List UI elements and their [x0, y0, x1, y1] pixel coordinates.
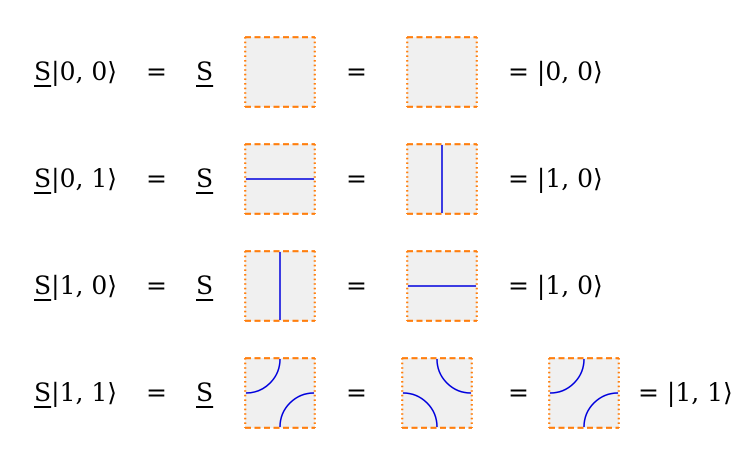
tile-background: [402, 358, 472, 428]
tile-empty: [406, 36, 478, 108]
ket: |0, 1⟩: [51, 164, 118, 193]
equals-sign: =: [508, 378, 529, 407]
equals-sign: =: [146, 378, 167, 407]
tile-background: [407, 37, 477, 107]
operator-s-underlined: S: [34, 271, 52, 300]
tile-vertical-line: [244, 250, 316, 322]
result-ket: = |1, 0⟩: [508, 271, 603, 300]
operator-s-underlined: S: [34, 378, 52, 407]
arc-bottom-right: [279, 392, 315, 428]
tile-arcs-top-left-bottom-right: [244, 357, 316, 429]
tile-background: [549, 358, 619, 428]
lhs: S|1, 0⟩: [34, 250, 117, 322]
equals-sign: =: [146, 57, 167, 86]
tile-horizontal-line: [244, 143, 316, 215]
operator-s: S: [196, 57, 214, 86]
equals-sign: =: [146, 271, 167, 300]
equation-row-2: S|0, 1⟩ = S = = |1, 0⟩: [0, 143, 742, 215]
equals-sign: =: [146, 164, 167, 193]
equals-sign: =: [346, 271, 367, 300]
ket: |1, 1⟩: [51, 378, 118, 407]
equation-row-3: S|1, 0⟩ = S = = |1, 0⟩: [0, 250, 742, 322]
operator-s-underlined: S: [34, 57, 52, 86]
arc-top-right: [436, 358, 472, 394]
result-ket: = |1, 0⟩: [508, 164, 603, 193]
operator-s: S: [196, 378, 214, 407]
lhs: S|0, 0⟩: [34, 36, 117, 108]
equation-row-1: S|0, 0⟩ = S = = |0, 0⟩: [0, 36, 742, 108]
operator-s: S: [196, 271, 214, 300]
lhs: S|0, 1⟩: [34, 143, 117, 215]
tile-arcs-top-left-bottom-right: [548, 357, 620, 429]
equals-sign: =: [346, 164, 367, 193]
arc-top-left: [245, 358, 281, 394]
ket: |1, 0⟩: [51, 271, 118, 300]
equals-sign: =: [346, 378, 367, 407]
tile-background: [245, 358, 315, 428]
tile-arcs-top-right-bottom-left: [401, 357, 473, 429]
operator-s-underlined: S: [34, 164, 52, 193]
result-ket: = |0, 0⟩: [508, 57, 603, 86]
tile-background: [245, 37, 315, 107]
tile-empty: [244, 36, 316, 108]
ket: |0, 0⟩: [51, 57, 118, 86]
result-ket: = |1, 1⟩: [638, 378, 733, 407]
equals-sign: =: [346, 57, 367, 86]
lhs: S|1, 1⟩: [34, 357, 117, 429]
tile-vertical-line: [406, 143, 478, 215]
arc-bottom-left: [402, 392, 438, 428]
arc-bottom-right: [583, 392, 619, 428]
equation-row-4: S|1, 1⟩ = S = = = |1, 1⟩: [0, 357, 742, 429]
operator-s: S: [196, 164, 214, 193]
arc-top-left: [549, 358, 585, 394]
tile-horizontal-line: [406, 250, 478, 322]
